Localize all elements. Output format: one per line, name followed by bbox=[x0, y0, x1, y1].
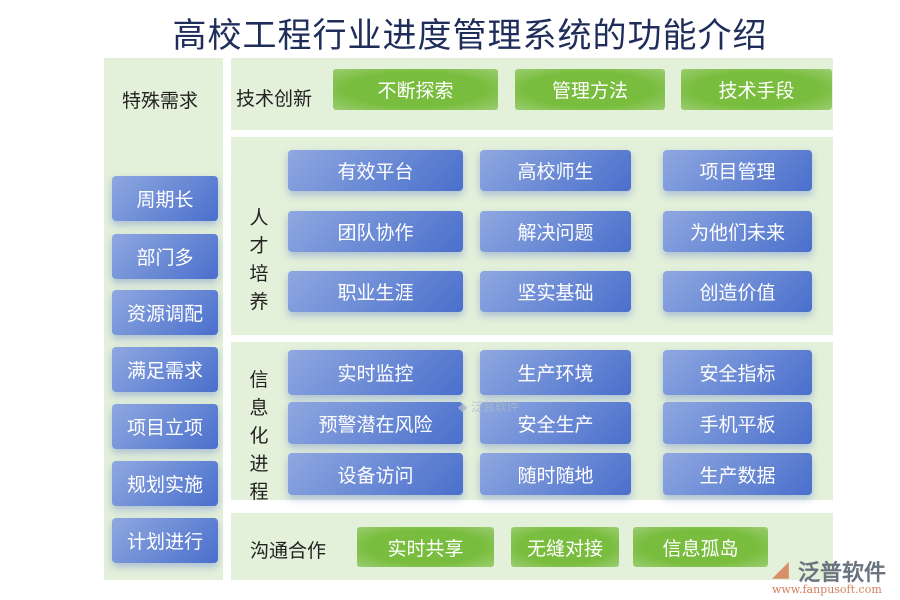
special-need-item[interactable]: 资源调配 bbox=[112, 290, 218, 335]
special-need-item[interactable]: 计划进行 bbox=[112, 518, 218, 563]
comm-item[interactable]: 信息孤岛 bbox=[633, 527, 768, 567]
info-item[interactable]: 生产环境 bbox=[480, 350, 631, 395]
special-need-item[interactable]: 周期长 bbox=[112, 176, 218, 221]
info-item[interactable]: 实时监控 bbox=[288, 350, 463, 395]
logo-icon: ◢ bbox=[772, 557, 789, 582]
talent-item[interactable]: 创造价值 bbox=[663, 271, 812, 312]
talent-item[interactable]: 有效平台 bbox=[288, 150, 463, 191]
talent-item[interactable]: 坚实基础 bbox=[480, 271, 631, 312]
tech-label: 技术创新 bbox=[236, 88, 313, 110]
info-item[interactable]: 随时随地 bbox=[480, 453, 631, 495]
tech-item[interactable]: 不断探索 bbox=[333, 69, 498, 110]
talent-item[interactable]: 解决问题 bbox=[480, 211, 631, 252]
special-need-item[interactable]: 满足需求 bbox=[112, 347, 218, 392]
page-title: 高校工程行业进度管理系统的功能介绍 bbox=[172, 16, 768, 56]
special-need-item[interactable]: 规划实施 bbox=[112, 461, 218, 506]
talent-item[interactable]: 团队协作 bbox=[288, 211, 463, 252]
info-label: 信息化进程 bbox=[249, 369, 269, 503]
info-item[interactable]: 设备访问 bbox=[288, 453, 463, 495]
comm-item[interactable]: 无缝对接 bbox=[511, 527, 619, 567]
comm-label: 沟通合作 bbox=[250, 540, 327, 562]
tech-item[interactable]: 技术手段 bbox=[681, 69, 832, 110]
special-need-item[interactable]: 部门多 bbox=[112, 234, 218, 279]
special-needs-label: 特殊需求 bbox=[122, 90, 199, 112]
talent-item[interactable]: 项目管理 bbox=[663, 150, 812, 191]
talent-item[interactable]: 为他们未来 bbox=[663, 211, 812, 252]
logo-name: 泛普软件 bbox=[798, 561, 887, 586]
tech-item[interactable]: 管理方法 bbox=[515, 69, 665, 110]
special-need-item[interactable]: 项目立项 bbox=[112, 404, 218, 449]
info-item[interactable]: 安全指标 bbox=[663, 350, 812, 395]
talent-item[interactable]: 高校师生 bbox=[480, 150, 631, 191]
fanpu-logo: ◢ 泛普软件 www.fanpusoft.com bbox=[770, 555, 895, 600]
talent-item[interactable]: 职业生涯 bbox=[288, 271, 463, 312]
info-item[interactable]: 手机平板 bbox=[663, 402, 812, 444]
comm-item[interactable]: 实时共享 bbox=[357, 527, 494, 567]
logo-url: www.fanpusoft.com bbox=[772, 583, 882, 596]
info-item[interactable]: 预警潜在风险 bbox=[288, 402, 463, 444]
info-item[interactable]: 安全生产 bbox=[480, 402, 631, 444]
info-item[interactable]: 生产数据 bbox=[663, 453, 812, 495]
talent-label: 人才培养 bbox=[249, 207, 269, 313]
